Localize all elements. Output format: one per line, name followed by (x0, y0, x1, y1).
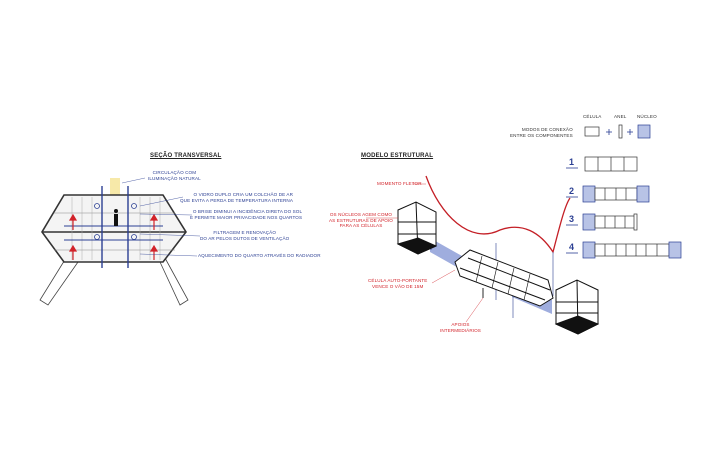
header-nucleus: NÚCLEO (637, 114, 657, 119)
label-line: PARA AS CÉLULAS (339, 223, 383, 229)
note-line: AQUECIMENTO DO QUARTO ATRAVÉS DO RADIADO… (198, 253, 321, 258)
label-line: APOIOS (451, 322, 470, 327)
note-line: CIRCULAÇÃO COM (152, 170, 197, 175)
header-ring: ANEL (614, 114, 627, 119)
label-supports: APOIOS INTERMEDIÁRIOS (440, 322, 481, 333)
label-line: CÉLULA AUTO-PORTANTE (368, 278, 428, 283)
label-line: OS NÚCLEOS AGEM COMO (329, 212, 393, 217)
row-number-4: 4 (569, 242, 575, 252)
label-line: ENTRE OS COMPONENTES (510, 132, 573, 138)
note-line: E PERMITE MAIOR PRIVACIDADE NOS QUARTOS (190, 214, 303, 220)
row-number-3: 3 (569, 214, 575, 224)
note-brise: O BRISE DIMINUI A INCIDÊNCIA DIRETA DO S… (190, 209, 302, 220)
label-line: VENCE O VÃO DE 15M (372, 283, 424, 289)
label-connection-modes: MODOS DE CONEXÃO ENTRE OS COMPONENTES (510, 127, 573, 138)
label-cell: CÉLULA AUTO-PORTANTE VENCE O VÃO DE 15M (368, 278, 427, 289)
label-nuclei: OS NÚCLEOS AGEM COMO AS ESTRUTURAS DE AP… (329, 212, 393, 229)
note-natural-light: CIRCULAÇÃO COM ILUMINAÇÃO NATURAL (148, 170, 201, 181)
note-line: DO AR PELOS DUTOS DE VENTILAÇÃO (200, 235, 290, 241)
note-line: O VIDRO DUPLO CRIA UM COLCHÃO DE AR (193, 192, 293, 197)
note-double-glass: O VIDRO DUPLO CRIA UM COLCHÃO DE AR QUE … (180, 192, 293, 203)
label-line: MODOS DE CONEXÃO (521, 127, 573, 132)
section-title: SEÇÃO TRANSVERSAL (150, 153, 222, 159)
note-line: ILUMINAÇÃO NATURAL (148, 175, 201, 181)
note-line: QUE EVITA A PERDA DE TEMPERATURA INTERNA (180, 197, 293, 203)
label-line: AS ESTRUTURAS DE APOIO (329, 217, 393, 223)
note-ventilation: FILTRAGEM E RENOVAÇÃO DO AR PELOS DUTOS … (200, 230, 289, 241)
header-cell: CÉLULA (583, 114, 602, 119)
row-number-1: 1 (569, 157, 575, 167)
note-line: O BRISE DIMINUI A INCIDÊNCIA DIRETA DO S… (192, 209, 303, 214)
label-moment: MOMENTO FLETOR (377, 181, 422, 186)
label-line: INTERMEDIÁRIOS (440, 327, 481, 333)
row-number-2: 2 (569, 186, 575, 196)
note-line: FILTRAGEM E RENOVAÇÃO (213, 230, 276, 235)
note-radiator: AQUECIMENTO DO QUARTO ATRAVÉS DO RADIADO… (198, 253, 321, 259)
structure-title: MODELO ESTRUTURAL (361, 153, 434, 159)
